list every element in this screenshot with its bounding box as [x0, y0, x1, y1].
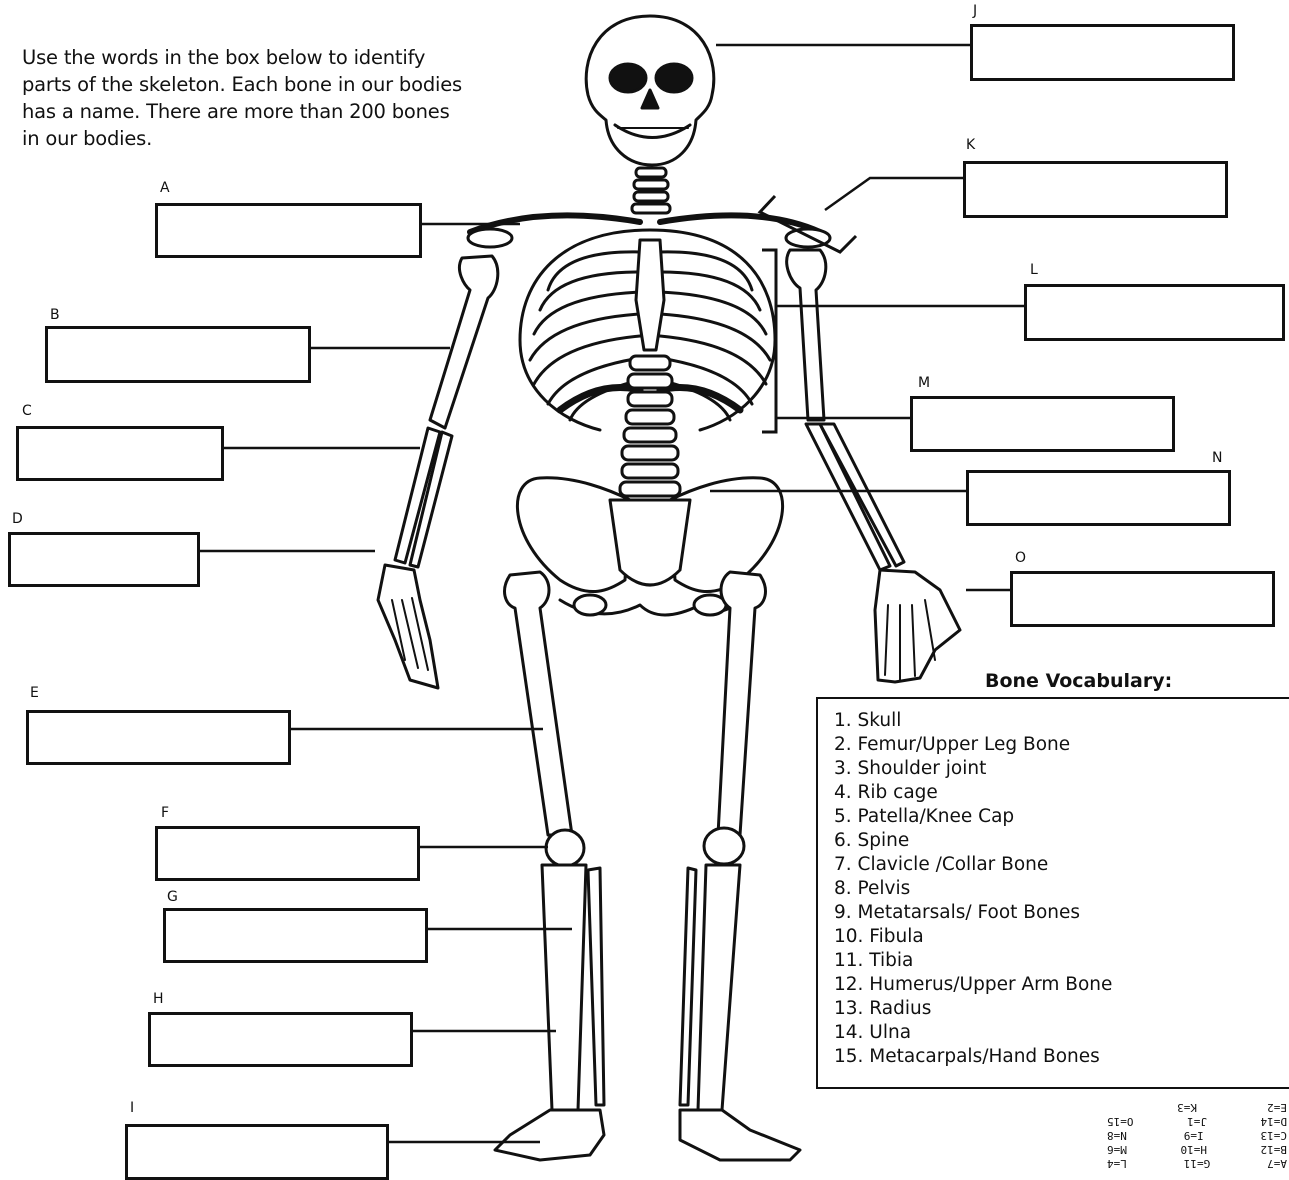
- vocabulary-item: 9. Metatarsals/ Foot Bones: [834, 901, 1112, 925]
- answer-key-row: D=14 J=1 O=15: [1107, 1114, 1287, 1128]
- answer-key-entry: D=14: [1261, 1114, 1288, 1128]
- answer-box-g[interactable]: [163, 908, 428, 963]
- answer-key-entry: M=6: [1107, 1142, 1127, 1156]
- vocabulary-item: 2. Femur/Upper Leg Bone: [834, 733, 1112, 757]
- label-m: M: [918, 376, 930, 390]
- answer-box-e[interactable]: [26, 710, 291, 765]
- label-d: D: [12, 512, 23, 526]
- vocabulary-item: 15. Metacarpals/Hand Bones: [834, 1045, 1112, 1069]
- answer-box-d[interactable]: [8, 532, 200, 587]
- answer-box-o[interactable]: [1010, 571, 1275, 627]
- answer-box-l[interactable]: [1024, 284, 1285, 341]
- answer-box-a[interactable]: [155, 203, 422, 258]
- vocabulary-item: 12. Humerus/Upper Arm Bone: [834, 973, 1112, 997]
- label-c: C: [22, 404, 32, 418]
- sternum-drawing: [636, 240, 664, 350]
- right-leg-drawing: [680, 572, 800, 1160]
- answer-key-entry: L=4: [1107, 1156, 1127, 1170]
- label-h: H: [153, 992, 164, 1006]
- label-f: F: [161, 806, 169, 820]
- answer-key-entry: N=8: [1107, 1128, 1127, 1142]
- label-a: A: [160, 181, 170, 195]
- label-k: K: [966, 138, 975, 152]
- answer-key-row: B=12 H=10 M=6: [1107, 1142, 1287, 1156]
- left-arm-drawing: [378, 256, 498, 688]
- vocabulary-item: 13. Radius: [834, 997, 1112, 1021]
- answer-box-c[interactable]: [16, 426, 224, 481]
- vocabulary-item: 3. Shoulder joint: [834, 757, 1112, 781]
- vocabulary-item: 14. Ulna: [834, 1021, 1112, 1045]
- answer-box-h[interactable]: [148, 1012, 413, 1067]
- label-j: J: [973, 4, 977, 18]
- vocabulary-item: 8. Pelvis: [834, 877, 1112, 901]
- left-leg-drawing: [495, 572, 604, 1160]
- answer-key-row: C=13 I=9 N=8: [1107, 1128, 1287, 1142]
- right-arm-drawing: [787, 250, 960, 682]
- label-n: N: [1212, 451, 1222, 465]
- answer-box-n[interactable]: [966, 470, 1231, 526]
- answer-box-m[interactable]: [910, 396, 1175, 452]
- answer-key-entry: A=7: [1267, 1156, 1287, 1170]
- vocabulary-item: 6. Spine: [834, 829, 1112, 853]
- answer-key-row: E=2 K=3: [1107, 1100, 1287, 1114]
- answer-box-k[interactable]: [963, 161, 1228, 218]
- neck-vertebrae-drawing: [632, 168, 670, 213]
- answer-key-entry: I=9: [1184, 1128, 1204, 1142]
- label-b: B: [50, 308, 60, 322]
- answer-key-entry: H=10: [1180, 1142, 1207, 1156]
- label-o: O: [1015, 551, 1026, 565]
- vocabulary-title: Bone Vocabulary:: [985, 670, 1172, 692]
- answer-box-j[interactable]: [970, 24, 1235, 81]
- answer-key-entry: O=15: [1107, 1114, 1134, 1128]
- vocabulary-item: 10. Fibula: [834, 925, 1112, 949]
- answer-key-row: A=7 G=11 L=4: [1107, 1156, 1287, 1170]
- label-e: E: [30, 686, 39, 700]
- label-l: L: [1030, 263, 1038, 277]
- answer-key-entry: C=13: [1261, 1128, 1288, 1142]
- answer-box-f[interactable]: [155, 826, 420, 881]
- vocabulary-item: 7. Clavicle /Collar Bone: [834, 853, 1112, 877]
- answer-key: A=7 G=11 L=4 B=12 H=10 M=6 C=13 I=9 N=8 …: [1107, 1100, 1287, 1170]
- answer-box-b[interactable]: [45, 326, 311, 383]
- answer-box-i[interactable]: [125, 1124, 389, 1180]
- vocabulary-item: 4. Rib cage: [834, 781, 1112, 805]
- vocabulary-box: 1. Skull 2. Femur/Upper Leg Bone 3. Shou…: [816, 697, 1289, 1089]
- answer-key-entry: K=3: [1177, 1100, 1197, 1114]
- label-g: G: [167, 890, 178, 904]
- skull-drawing: [586, 16, 714, 165]
- answer-key-entry: J=1: [1187, 1114, 1207, 1128]
- vocabulary-item: 5. Patella/Knee Cap: [834, 805, 1112, 829]
- answer-key-entry: G=11: [1184, 1156, 1211, 1170]
- spine-drawing: [620, 356, 680, 496]
- vocabulary-item: 1. Skull: [834, 709, 1112, 733]
- answer-key-entry: B=12: [1261, 1142, 1288, 1156]
- vocabulary-item: 11. Tibia: [834, 949, 1112, 973]
- vocabulary-list: 1. Skull 2. Femur/Upper Leg Bone 3. Shou…: [834, 709, 1112, 1069]
- answer-key-entry: E=2: [1267, 1100, 1287, 1114]
- label-i: I: [130, 1101, 134, 1115]
